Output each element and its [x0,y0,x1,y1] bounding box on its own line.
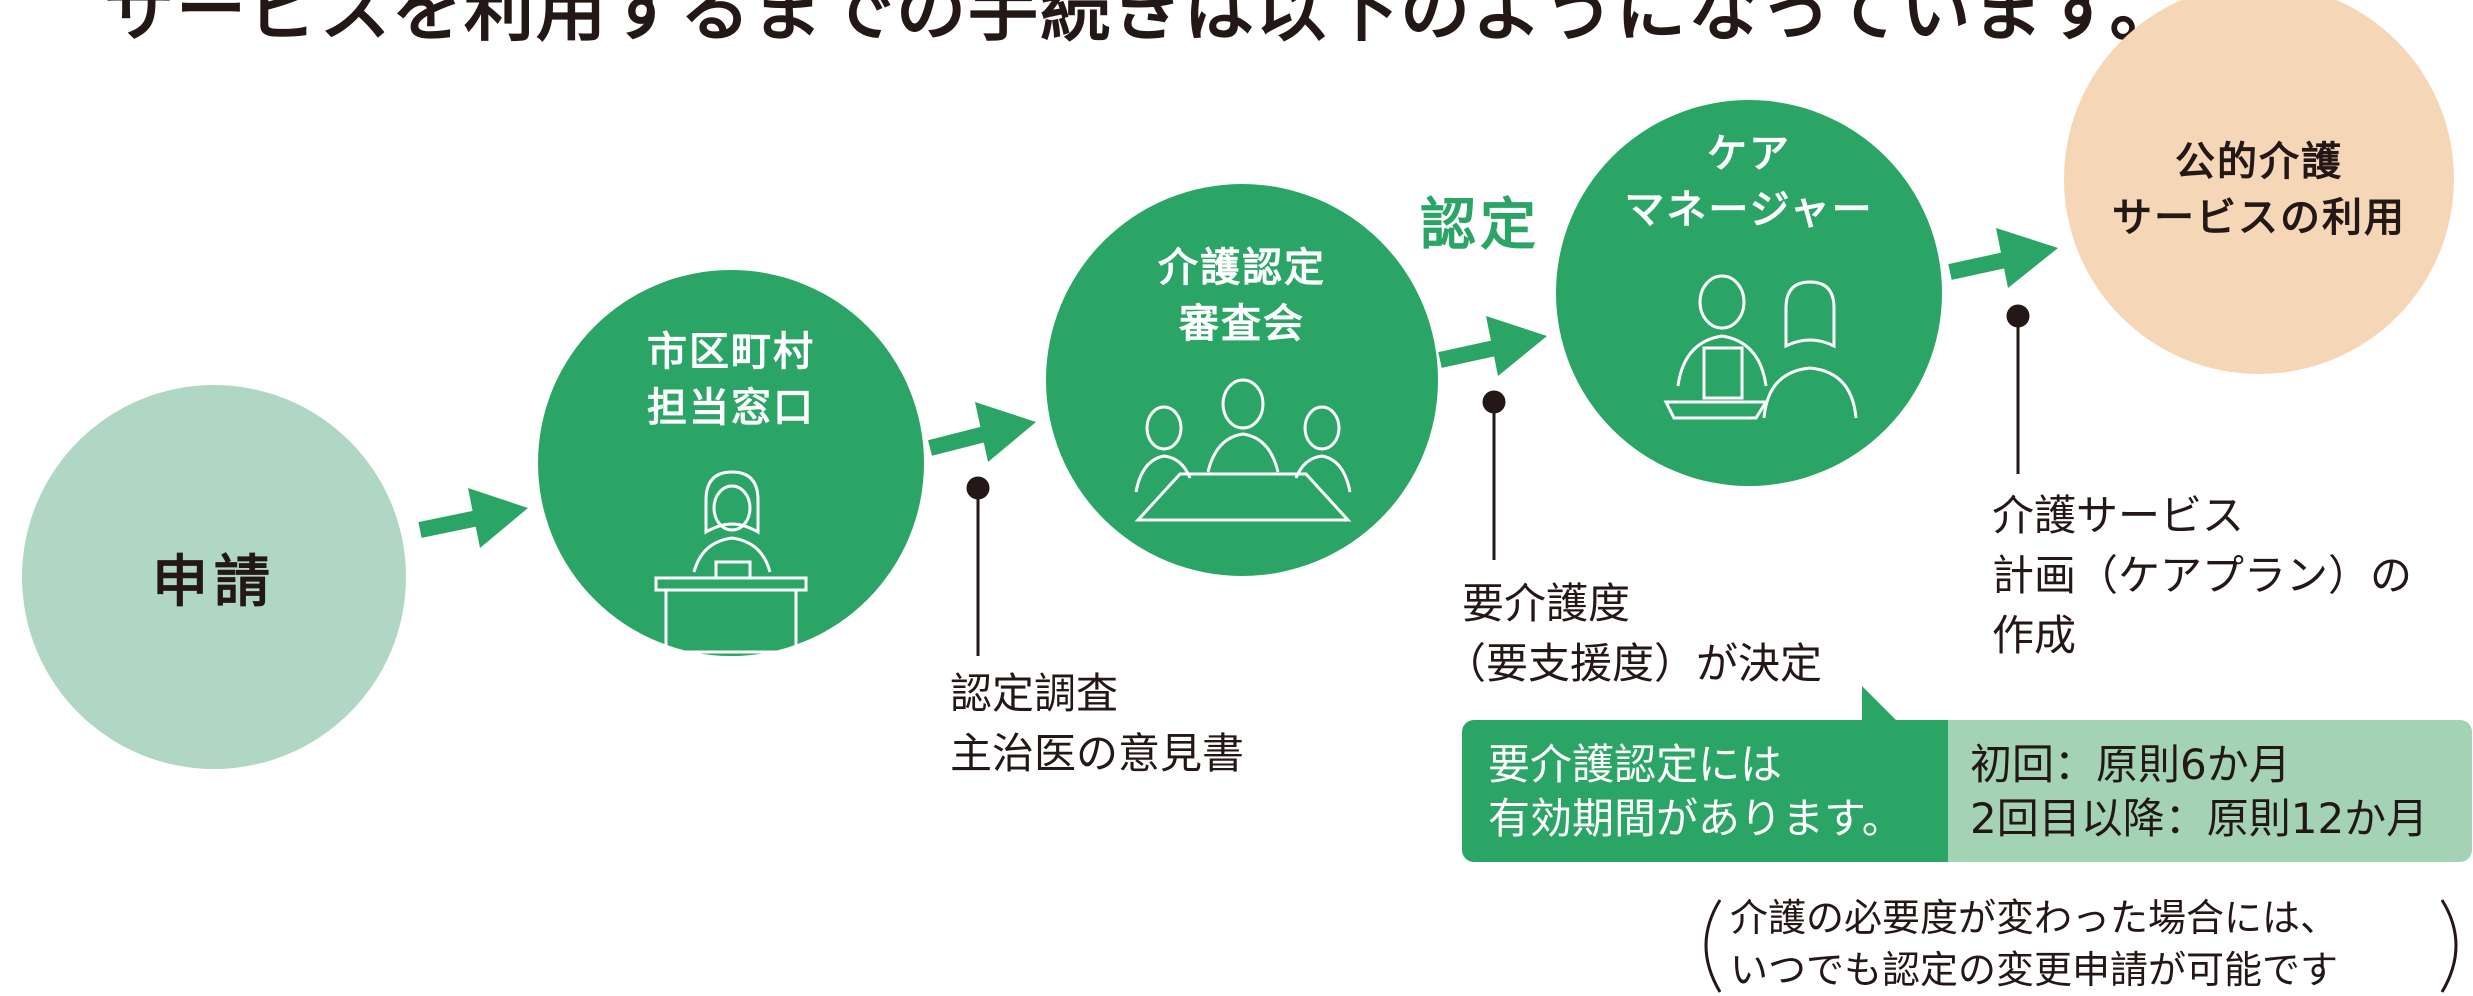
plan-leader-dot [2006,304,2030,328]
decision-caption-line-1: 要介護度 [1462,579,1631,628]
decision-leader-dot [1482,390,1506,414]
validity-left-line-1: 要介護認定には [1488,740,1783,789]
step-apply-label: 申請 [152,549,276,615]
page-heading: サービスを利用するまでの手続きは以下のようになっています。 [104,0,2182,51]
arrow-2-shaft [928,426,987,456]
step-service-circle: 公的介護 サービスの利用 [2064,0,2454,374]
clerk-at-desk-icon [654,470,808,654]
survey-caption-line-2: 主治医の意見書 [950,729,1245,778]
arrow-1-head [468,488,528,548]
step-service-label-1: 公的介護 [2175,139,2343,185]
validity-box: 要介護認定には 有効期間があります。 初回：原則6か月 2回目以降：原則12か月 [1462,720,2472,862]
arrow-2-head [975,402,1036,462]
step-committee-circle: 介護認定 審査会 [1046,184,1438,576]
step-window-circle: 市区町村 担当窓口 [538,270,924,656]
validity-right-line-2: 2回目以降：原則12か月 [1970,794,2429,843]
validity-right-line-1: 初回：原則6か月 [1970,740,2291,789]
survey-caption-line-1: 認定調査 [950,669,1119,718]
survey-leader-dot [966,476,990,500]
arrow-4-head [1996,228,2058,288]
committee-members-icon [1134,378,1352,522]
note-left-bracket [1704,899,1722,993]
certification-label: 認定 [1420,193,1540,258]
plan-caption: 介護サービス 計画（ケアプラン）の 作成 [1992,486,2412,666]
note-right-bracket [2440,899,2458,993]
plan-caption-line-1: 介護サービス [1992,491,2245,540]
step-apply-circle: 申請 [22,385,406,769]
decision-caption-line-2: （要支援度）が決定 [1444,639,1823,688]
note-line-1: 介護の必要度が変わった場合には、 [1730,896,2339,940]
consultation-icon [1663,274,1858,420]
step-caremanager-label-2: マネージャー [1624,187,1874,233]
step-caremanager-label-1: ケア [1707,131,1791,177]
arrow-3-head [1486,316,1547,376]
validity-box-pointer [1862,686,1900,724]
arrow-1-shaft [418,510,480,538]
step-committee-label-1: 介護認定 [1158,245,1326,291]
step-window-label-2: 担当窓口 [647,385,815,431]
step-caremanager-circle: ケア マネージャー [1556,100,1942,486]
decision-caption: 要介護度 （要支援度）が決定 [1444,574,1822,694]
change-request-note: 介護の必要度が変わった場合には、 いつでも認定の変更申請が可能です [1730,892,2338,996]
validity-left-line-2: 有効期間があります。 [1488,794,1904,843]
arrow-3-shaft [1438,340,1497,368]
validity-box-right: 初回：原則6か月 2回目以降：原則12か月 [1948,720,2472,862]
plan-caption-line-2: 計画（ケアプラン）の [1992,551,2413,600]
validity-box-left: 要介護認定には 有効期間があります。 [1462,720,1948,862]
step-window-label-1: 市区町村 [647,329,815,375]
step-service-label-2: サービスの利用 [2112,195,2406,241]
step-committee-label-2: 審査会 [1179,301,1305,347]
arrow-4-shaft [1948,252,2007,280]
note-line-2: いつでも認定の変更申請が可能です [1730,948,2339,992]
plan-caption-line-3: 作成 [1992,611,2077,660]
survey-caption: 認定調査 主治医の意見書 [950,664,1244,784]
